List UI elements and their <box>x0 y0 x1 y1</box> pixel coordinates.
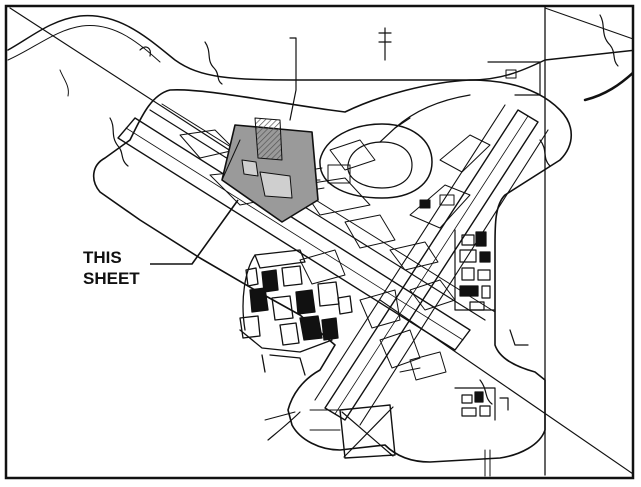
map-border <box>4 4 635 480</box>
highway <box>7 14 633 81</box>
callout-label-sheet: SHEET <box>83 269 140 288</box>
terminal-apron <box>319 123 433 199</box>
terminal-access-road <box>394 94 471 129</box>
infield-island-12 <box>329 139 376 171</box>
section-line <box>544 7 633 40</box>
east-building-cluster <box>454 229 496 311</box>
creek-3 <box>204 41 223 85</box>
parallel-taxiway <box>149 109 486 321</box>
terminal-apron-inner <box>347 141 413 189</box>
creek-10 <box>264 411 296 421</box>
creek-6 <box>599 14 619 67</box>
creek-1 <box>109 117 129 167</box>
infield-island-5 <box>409 184 471 229</box>
ne-building <box>505 69 517 79</box>
crosswind-taxiway-west <box>314 104 506 401</box>
sheet-area-divider <box>221 139 241 181</box>
callout-label-this: THIS <box>83 248 122 267</box>
west-facility-complex <box>239 249 353 376</box>
se-apron-access <box>309 409 341 431</box>
creek-7 <box>59 69 69 97</box>
infield-island-4 <box>389 241 439 271</box>
creek-2 <box>139 46 151 57</box>
infield-island-10 <box>299 249 346 285</box>
main-runway-centerline <box>125 127 464 341</box>
diagonal-reference-line-nw <box>9 7 261 171</box>
se-apron <box>339 404 396 459</box>
terminal-building <box>327 164 351 184</box>
creek-12 <box>479 379 493 405</box>
infield-island-6 <box>439 134 491 173</box>
airfield-boundary <box>92 79 573 463</box>
creek-11 <box>267 411 301 441</box>
main-runway <box>117 117 471 351</box>
sheet-area-buildings <box>241 159 293 199</box>
crosswind-runway <box>324 109 539 421</box>
creek-5 <box>378 27 392 61</box>
crosswind-runway-centerline <box>334 115 529 415</box>
callout-leader-line <box>150 199 239 265</box>
terminal-south-structures <box>399 194 455 381</box>
infield-island-3 <box>344 214 396 249</box>
south-road-stub <box>484 449 491 477</box>
creek-9 <box>509 329 529 346</box>
infield-island-9 <box>379 329 421 369</box>
parallel-taxiway-inner <box>161 103 496 313</box>
sheet-area-hatching <box>254 117 283 161</box>
infield-island-2 <box>299 177 371 216</box>
crosswind-taxiway <box>359 129 549 426</box>
infield-island-8 <box>359 289 401 329</box>
se-apron-x <box>341 406 394 458</box>
curved-road-east <box>583 71 633 102</box>
southeast-building-cluster <box>454 387 509 421</box>
ne-facility <box>487 61 541 96</box>
creek-8 <box>539 139 551 167</box>
highway-lower-edge <box>7 25 161 63</box>
